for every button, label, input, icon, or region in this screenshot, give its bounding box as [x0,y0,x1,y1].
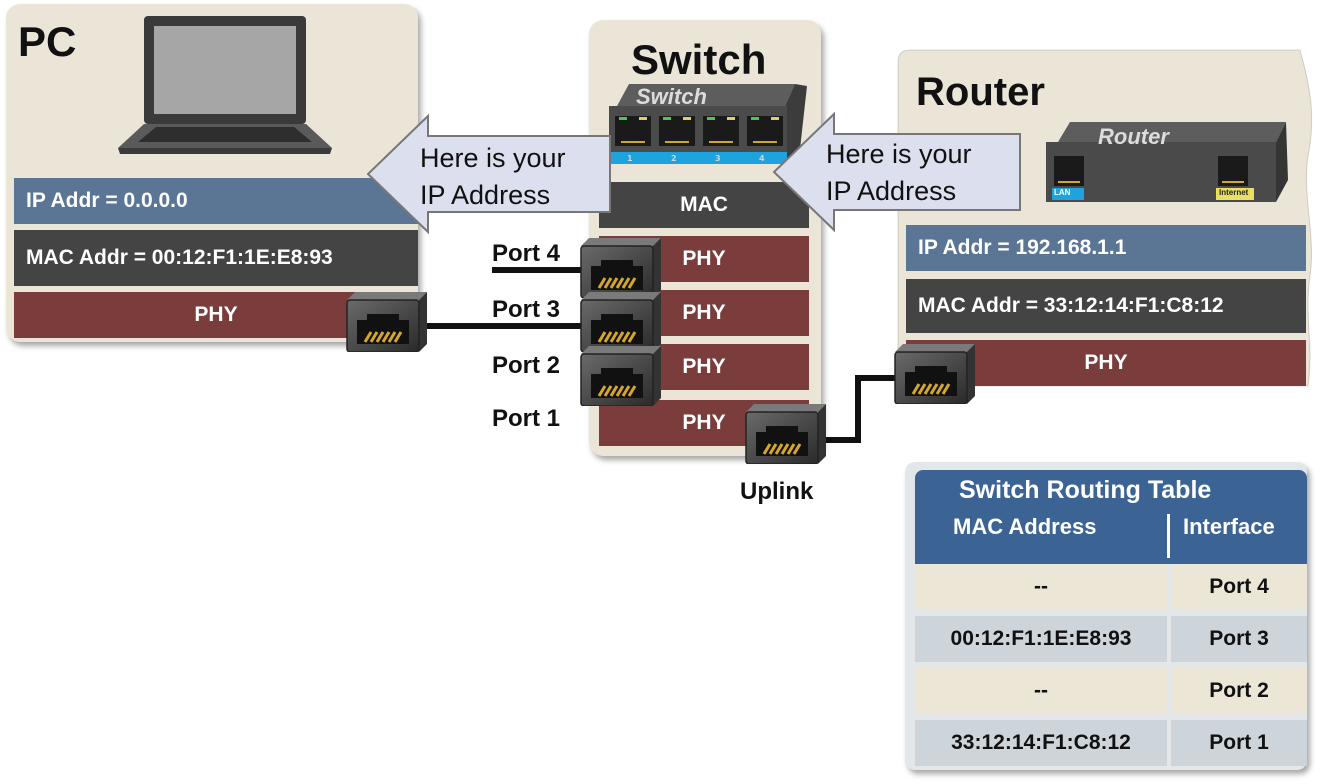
cable-uplink-router [820,375,898,443]
pc-mac-bar: MAC Addr = 00:12:F1:1E:E8:93 [14,230,418,286]
routing-row-4-mac: 33:12:14:F1:C8:12 [915,720,1167,766]
router-ethernet-port-icon [894,344,976,404]
callout-arrow-to-pc [366,113,611,235]
switch-device-icon: 1 2 3 4 [609,84,807,170]
routing-row-3-interface: Port 2 [1171,668,1307,714]
port1-label: Port 1 [492,405,561,432]
routing-row-1-interface: Port 4 [1171,564,1307,610]
routing-table: Switch Routing Table MAC Address Interfa… [905,462,1307,770]
switch-port-3-label: 3 [715,154,721,163]
router-lan-label: LAN [1054,188,1071,197]
router-ip-bar: IP Addr = 192.168.1.1 [906,225,1306,271]
routing-row-1-mac: -- [915,564,1167,610]
uplink-label: Uplink [740,478,814,505]
router-internet-label: Internet [1219,188,1249,197]
switch-port-1-label: 1 [627,154,633,163]
routing-row-2-interface: Port 3 [1171,616,1307,662]
pc-ethernet-port-icon [346,292,428,352]
routing-table-header [915,470,1307,564]
callout-arrow-to-switch [772,111,1021,233]
switch-port-4-label: 4 [759,154,765,163]
routing-row-2-mac: 00:12:F1:1E:E8:93 [915,616,1167,662]
switch-mac-bar: MAC [599,182,809,228]
router-device-label: Router [1098,124,1169,149]
port2-label: Port 2 [492,352,561,379]
callout-pc-line2: IP Address [420,180,551,210]
router-title: Router [916,70,1045,114]
routing-table-title: Switch Routing Table [959,476,1212,504]
routing-table-col-divider [1167,514,1170,558]
switch-port3-jack-icon [580,292,662,352]
switch-port-2-label: 2 [671,154,677,163]
router-device-icon [1046,122,1288,202]
pc-title: PC [18,18,77,65]
laptop-icon [118,16,332,154]
port3-label: Port 3 [492,296,561,323]
pc-ip-bar: IP Addr = 0.0.0.0 [14,178,418,224]
routing-table-col-interface: Interface [1183,514,1275,539]
switch-title: Switch [631,36,767,83]
callout-switch-line2: IP Address [826,176,957,206]
port4-label: Port 4 [492,240,561,267]
callout-pc-line1: Here is your [420,143,566,173]
routing-row-3-mac: -- [915,668,1167,714]
switch-port4-jack-icon [580,238,662,298]
routing-row-4-interface: Port 1 [1171,720,1307,766]
callout-switch-line1: Here is your [826,139,972,169]
router-mac-bar: MAC Addr = 33:12:14:F1:C8:12 [906,279,1306,333]
pc-panel: PC IP Addr = 0.0.0.0 MAC Addr = 00:12:F1… [6,4,418,342]
routing-table-col-mac: MAC Address [953,514,1097,539]
switch-device-label: Switch [636,84,707,109]
switch-uplink-jack-icon [745,404,827,464]
switch-port2-jack-icon [580,346,662,406]
